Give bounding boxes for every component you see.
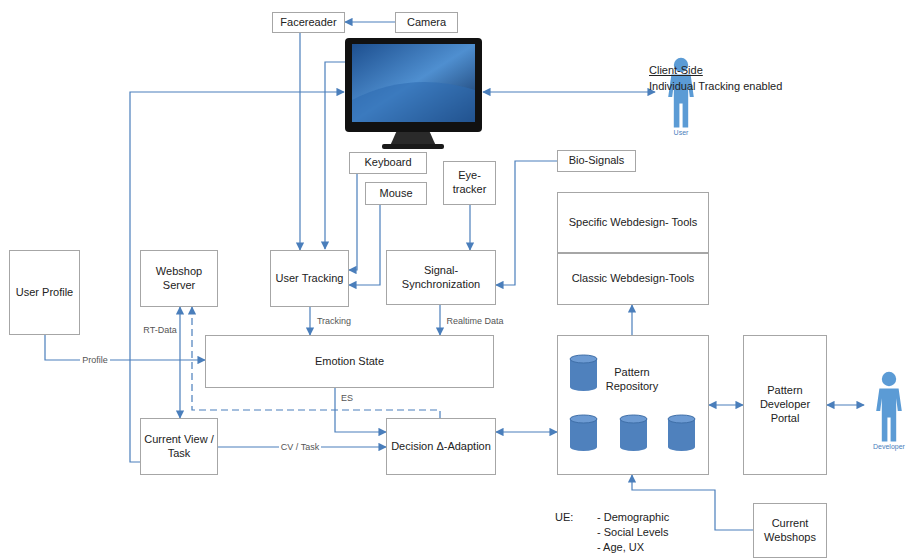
sync-box: Signal- Synchronization xyxy=(386,250,496,305)
node-text: User Tracking xyxy=(273,272,347,286)
node-text: User xyxy=(671,129,692,138)
biosignals-box: Bio-Signals xyxy=(557,150,636,172)
node-text: Facereader xyxy=(277,16,339,30)
edge-label: CV / Task xyxy=(279,442,321,453)
connector xyxy=(469,205,470,250)
node-text: Mouse xyxy=(376,187,415,201)
connector xyxy=(349,174,357,270)
edge-label: Profile xyxy=(80,355,110,366)
node-text: Decision Δ-Adaption xyxy=(388,440,494,454)
note-label: - Demographic xyxy=(597,510,669,524)
tracking-box: User Tracking xyxy=(270,250,349,307)
connector xyxy=(496,161,557,285)
node-text: Classic Webdesign-Tools xyxy=(569,272,698,286)
note-label: UE: xyxy=(555,510,573,524)
node-text: Current Webshops xyxy=(754,517,826,545)
node-text: Webshop Server xyxy=(141,265,217,293)
node-text: Signal- Synchronization xyxy=(387,264,495,292)
monitor-user-wire xyxy=(483,91,655,92)
person-icon xyxy=(872,371,906,443)
connector xyxy=(179,307,180,418)
connector xyxy=(299,33,300,250)
camera-box: Camera xyxy=(395,12,458,33)
connector xyxy=(349,205,380,285)
node-text: Specific Webdesign- Tools xyxy=(566,216,701,230)
repository-box: Pattern Repository xyxy=(557,335,709,475)
edge-label: Tracking xyxy=(315,316,353,327)
tools-box: Specific Webdesign- Tools xyxy=(557,192,709,253)
view-box: Current View / Task xyxy=(140,418,218,475)
node-text: Pattern Repository xyxy=(598,366,666,394)
monitor-icon xyxy=(345,38,482,149)
webshops-box: Current Webshops xyxy=(753,503,827,558)
connector xyxy=(45,335,205,360)
edge-label: ES xyxy=(339,393,355,404)
connector xyxy=(309,307,310,335)
profile-box: User Profile xyxy=(9,250,80,335)
note-label: Individual Tracking enabled xyxy=(649,79,782,93)
eyetracker-box: Eye- tracker xyxy=(443,161,496,205)
connector xyxy=(496,431,557,432)
connector xyxy=(631,305,632,335)
node-text: Bio-Signals xyxy=(566,154,628,168)
tools-box: Classic Webdesign-Tools xyxy=(557,253,709,305)
connector xyxy=(345,21,395,22)
edge-label: RT-Data xyxy=(141,325,178,336)
facereader-box: Facereader xyxy=(272,12,345,33)
monitor-tracking-wire xyxy=(325,62,345,249)
keyboard-box: Keyboard xyxy=(349,152,427,174)
node-text: User Profile xyxy=(13,286,76,300)
mouse-box: Mouse xyxy=(365,182,427,205)
connector xyxy=(827,404,864,405)
webshop-box: Webshop Server xyxy=(140,250,218,307)
node-text: Pattern Developer Portal xyxy=(744,384,826,425)
node-text: Current View / Task xyxy=(141,433,217,461)
connector xyxy=(439,305,440,335)
edge-label: Realtime Data xyxy=(444,316,505,327)
note-label: - Social Levels xyxy=(597,525,669,539)
node-text: Emotion State xyxy=(312,355,387,369)
decision-box: Decision Δ-Adaption xyxy=(386,418,496,475)
portal-box: Pattern Developer Portal xyxy=(743,335,827,475)
emotion-box: Emotion State xyxy=(205,335,494,388)
node-text: Camera xyxy=(404,16,449,30)
node-text: Developer xyxy=(870,443,908,452)
database-icons xyxy=(557,335,709,475)
note-label: - Age, UX xyxy=(597,540,644,554)
note-label: Client-Side xyxy=(649,63,703,77)
node-text: Eye- tracker xyxy=(444,169,495,197)
node-text: Keyboard xyxy=(361,156,414,170)
developer-figure: Developer xyxy=(864,366,914,452)
connector xyxy=(709,404,743,405)
